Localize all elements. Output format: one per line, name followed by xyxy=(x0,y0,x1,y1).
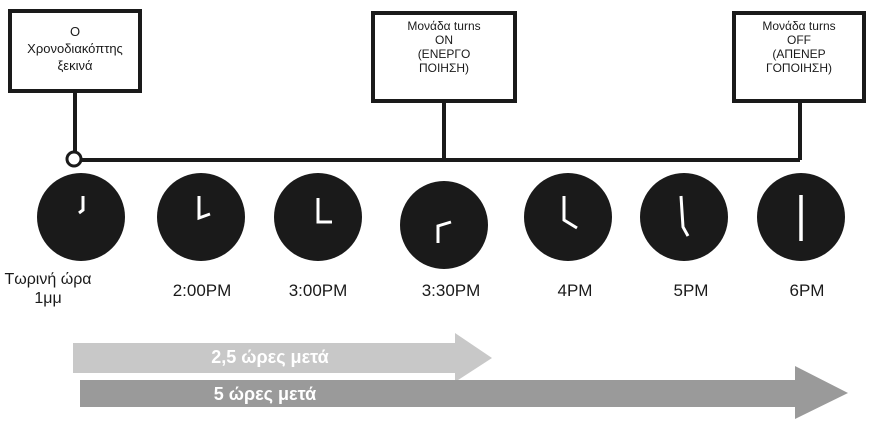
callout-off-text: Μονάδα turns OFF (ΑΠΕΝΕΡ ΓΟΠΟΙΗΣΗ) xyxy=(762,19,836,75)
timeline-start-marker xyxy=(65,150,83,168)
clock-face xyxy=(37,173,125,261)
clock-1pm xyxy=(37,173,125,261)
callout-boxes xyxy=(8,9,866,103)
clock-label-3pm: 3:00PM xyxy=(288,281,348,300)
clock-3pm xyxy=(274,173,362,261)
clock-4pm xyxy=(524,173,612,261)
clock-label-5pm: 5PM xyxy=(673,281,709,300)
callout-start-text: Ο Χρονοδιακόπτης ξεκινά xyxy=(27,24,123,73)
arrow-short-label: 2,5 ώρες μετά xyxy=(211,347,329,367)
clock-hands xyxy=(679,195,690,237)
clock-hands xyxy=(562,196,578,230)
clock-6pm xyxy=(757,173,845,261)
callout-off-box xyxy=(732,11,866,103)
clock-label-1pm: Τωρινή ώρα 1μμ xyxy=(4,271,92,307)
arrow-long xyxy=(80,366,848,419)
clock-330pm xyxy=(400,181,488,269)
clock-face xyxy=(640,173,728,261)
clock-label-330pm: 3:30PM xyxy=(421,281,481,300)
clock-label-4pm: 4PM xyxy=(557,281,593,300)
clock-hands xyxy=(436,220,452,243)
arrow-long-label: 5 ώρες μετά xyxy=(213,384,317,404)
clock-face xyxy=(524,173,612,261)
clock-label-2pm: 2:00PM xyxy=(172,281,232,300)
callout-start-box xyxy=(8,9,142,93)
clock-5pm xyxy=(640,173,728,261)
callout-on-text: Μονάδα turns ON (ΕΝΕΡΓΟ ΠΟΙΗΣΗ) xyxy=(407,19,481,75)
timeline xyxy=(65,92,802,168)
clock-2pm xyxy=(157,173,245,261)
arrow-short xyxy=(73,333,492,382)
clock-label-6pm: 6PM xyxy=(789,281,825,300)
clock-hands xyxy=(316,198,332,224)
clock-hands xyxy=(78,196,85,215)
clock-hands xyxy=(197,196,211,221)
callout-on-box xyxy=(371,11,517,103)
